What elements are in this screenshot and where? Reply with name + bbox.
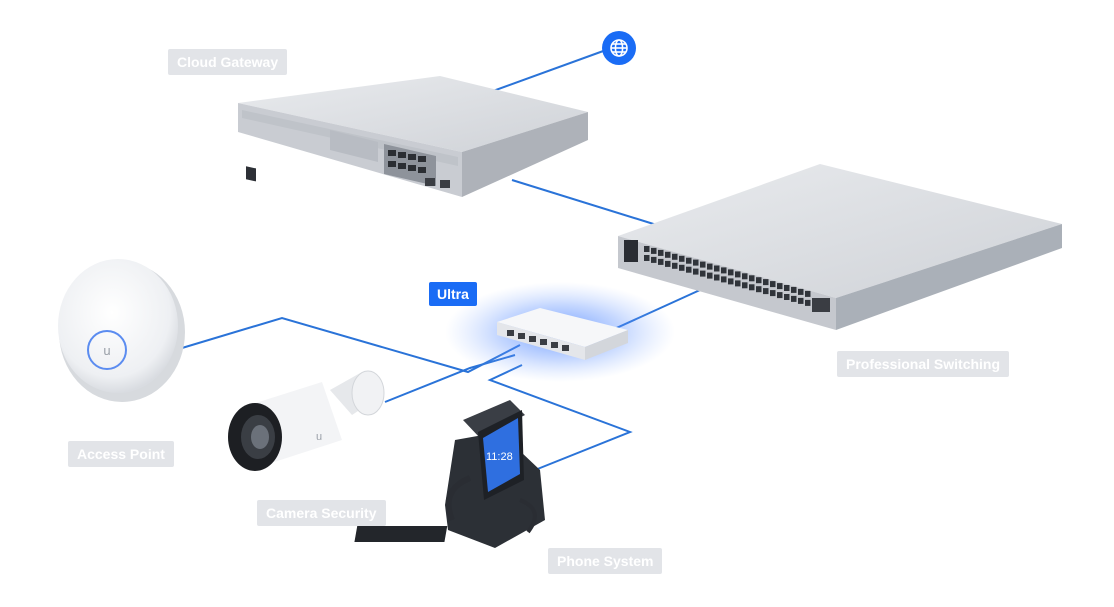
cable-internet-gateway xyxy=(481,49,607,96)
cloud-gateway-device xyxy=(238,76,588,197)
phone-device: 11:28 xyxy=(354,400,545,548)
professional-switch-device xyxy=(618,164,1062,330)
label-ultra: Ultra xyxy=(429,282,477,306)
camera-device: u xyxy=(228,370,385,471)
phone-clock: 11:28 xyxy=(486,451,513,463)
label-camera-security: Camera Security xyxy=(257,500,386,526)
access-point-device: u xyxy=(58,259,185,402)
ultra-switch-device xyxy=(497,308,628,360)
switch-ports xyxy=(644,246,811,306)
label-access-point: Access Point xyxy=(68,441,174,467)
label-professional-switching: Professional Switching xyxy=(837,351,1010,377)
ubiquiti-logo: u xyxy=(316,431,322,443)
ubiquiti-logo: u xyxy=(103,343,110,358)
globe-icon[interactable] xyxy=(602,31,636,65)
cable-gateway-switch xyxy=(511,179,661,227)
label-phone-system: Phone System xyxy=(548,548,663,574)
label-cloud-gateway: Cloud Gateway xyxy=(168,49,288,75)
switch-display xyxy=(624,240,638,262)
